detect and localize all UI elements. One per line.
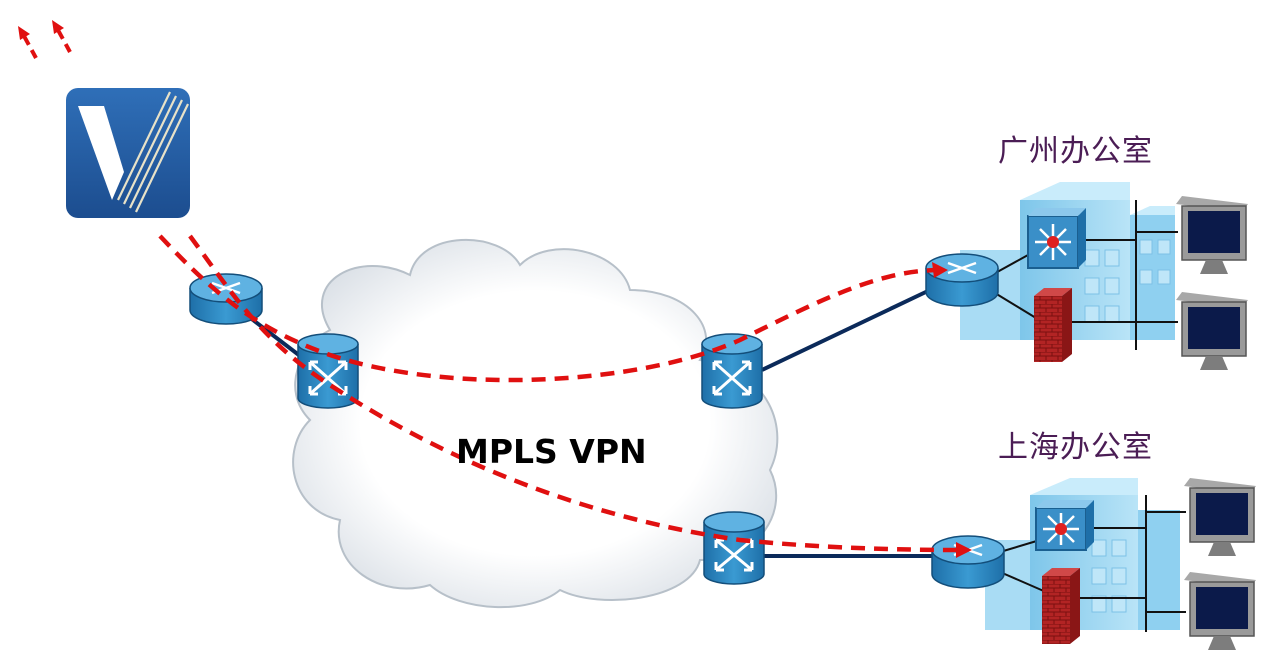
monitor-icon <box>1184 478 1256 556</box>
cloud-label: MPLS VPN <box>456 432 647 471</box>
firewall-icon <box>1034 288 1072 362</box>
arrow-icon <box>956 542 972 558</box>
logo-v-icon <box>66 88 190 218</box>
arrow-icon <box>932 262 948 278</box>
router-icon <box>189 273 263 325</box>
firewall-icon <box>1042 568 1080 644</box>
monitor-icon <box>1184 572 1256 650</box>
arrow-icon <box>18 20 72 59</box>
layer3-switch-icon <box>1035 500 1094 551</box>
layer3-switch-icon <box>1027 208 1086 269</box>
mpls-switch-icon <box>703 511 765 585</box>
monitor-icon <box>1176 292 1248 370</box>
mpls-switch-icon <box>701 333 763 409</box>
office-label-shanghai: 上海办公室 <box>998 430 1153 465</box>
router-icon <box>931 535 1005 589</box>
cloud-icon <box>292 238 779 609</box>
router-icon <box>925 253 999 307</box>
monitor-icon <box>1176 196 1248 274</box>
vpn-traffic-paths <box>158 234 961 553</box>
office-label-guangzhou: 广州办公室 <box>998 134 1153 169</box>
